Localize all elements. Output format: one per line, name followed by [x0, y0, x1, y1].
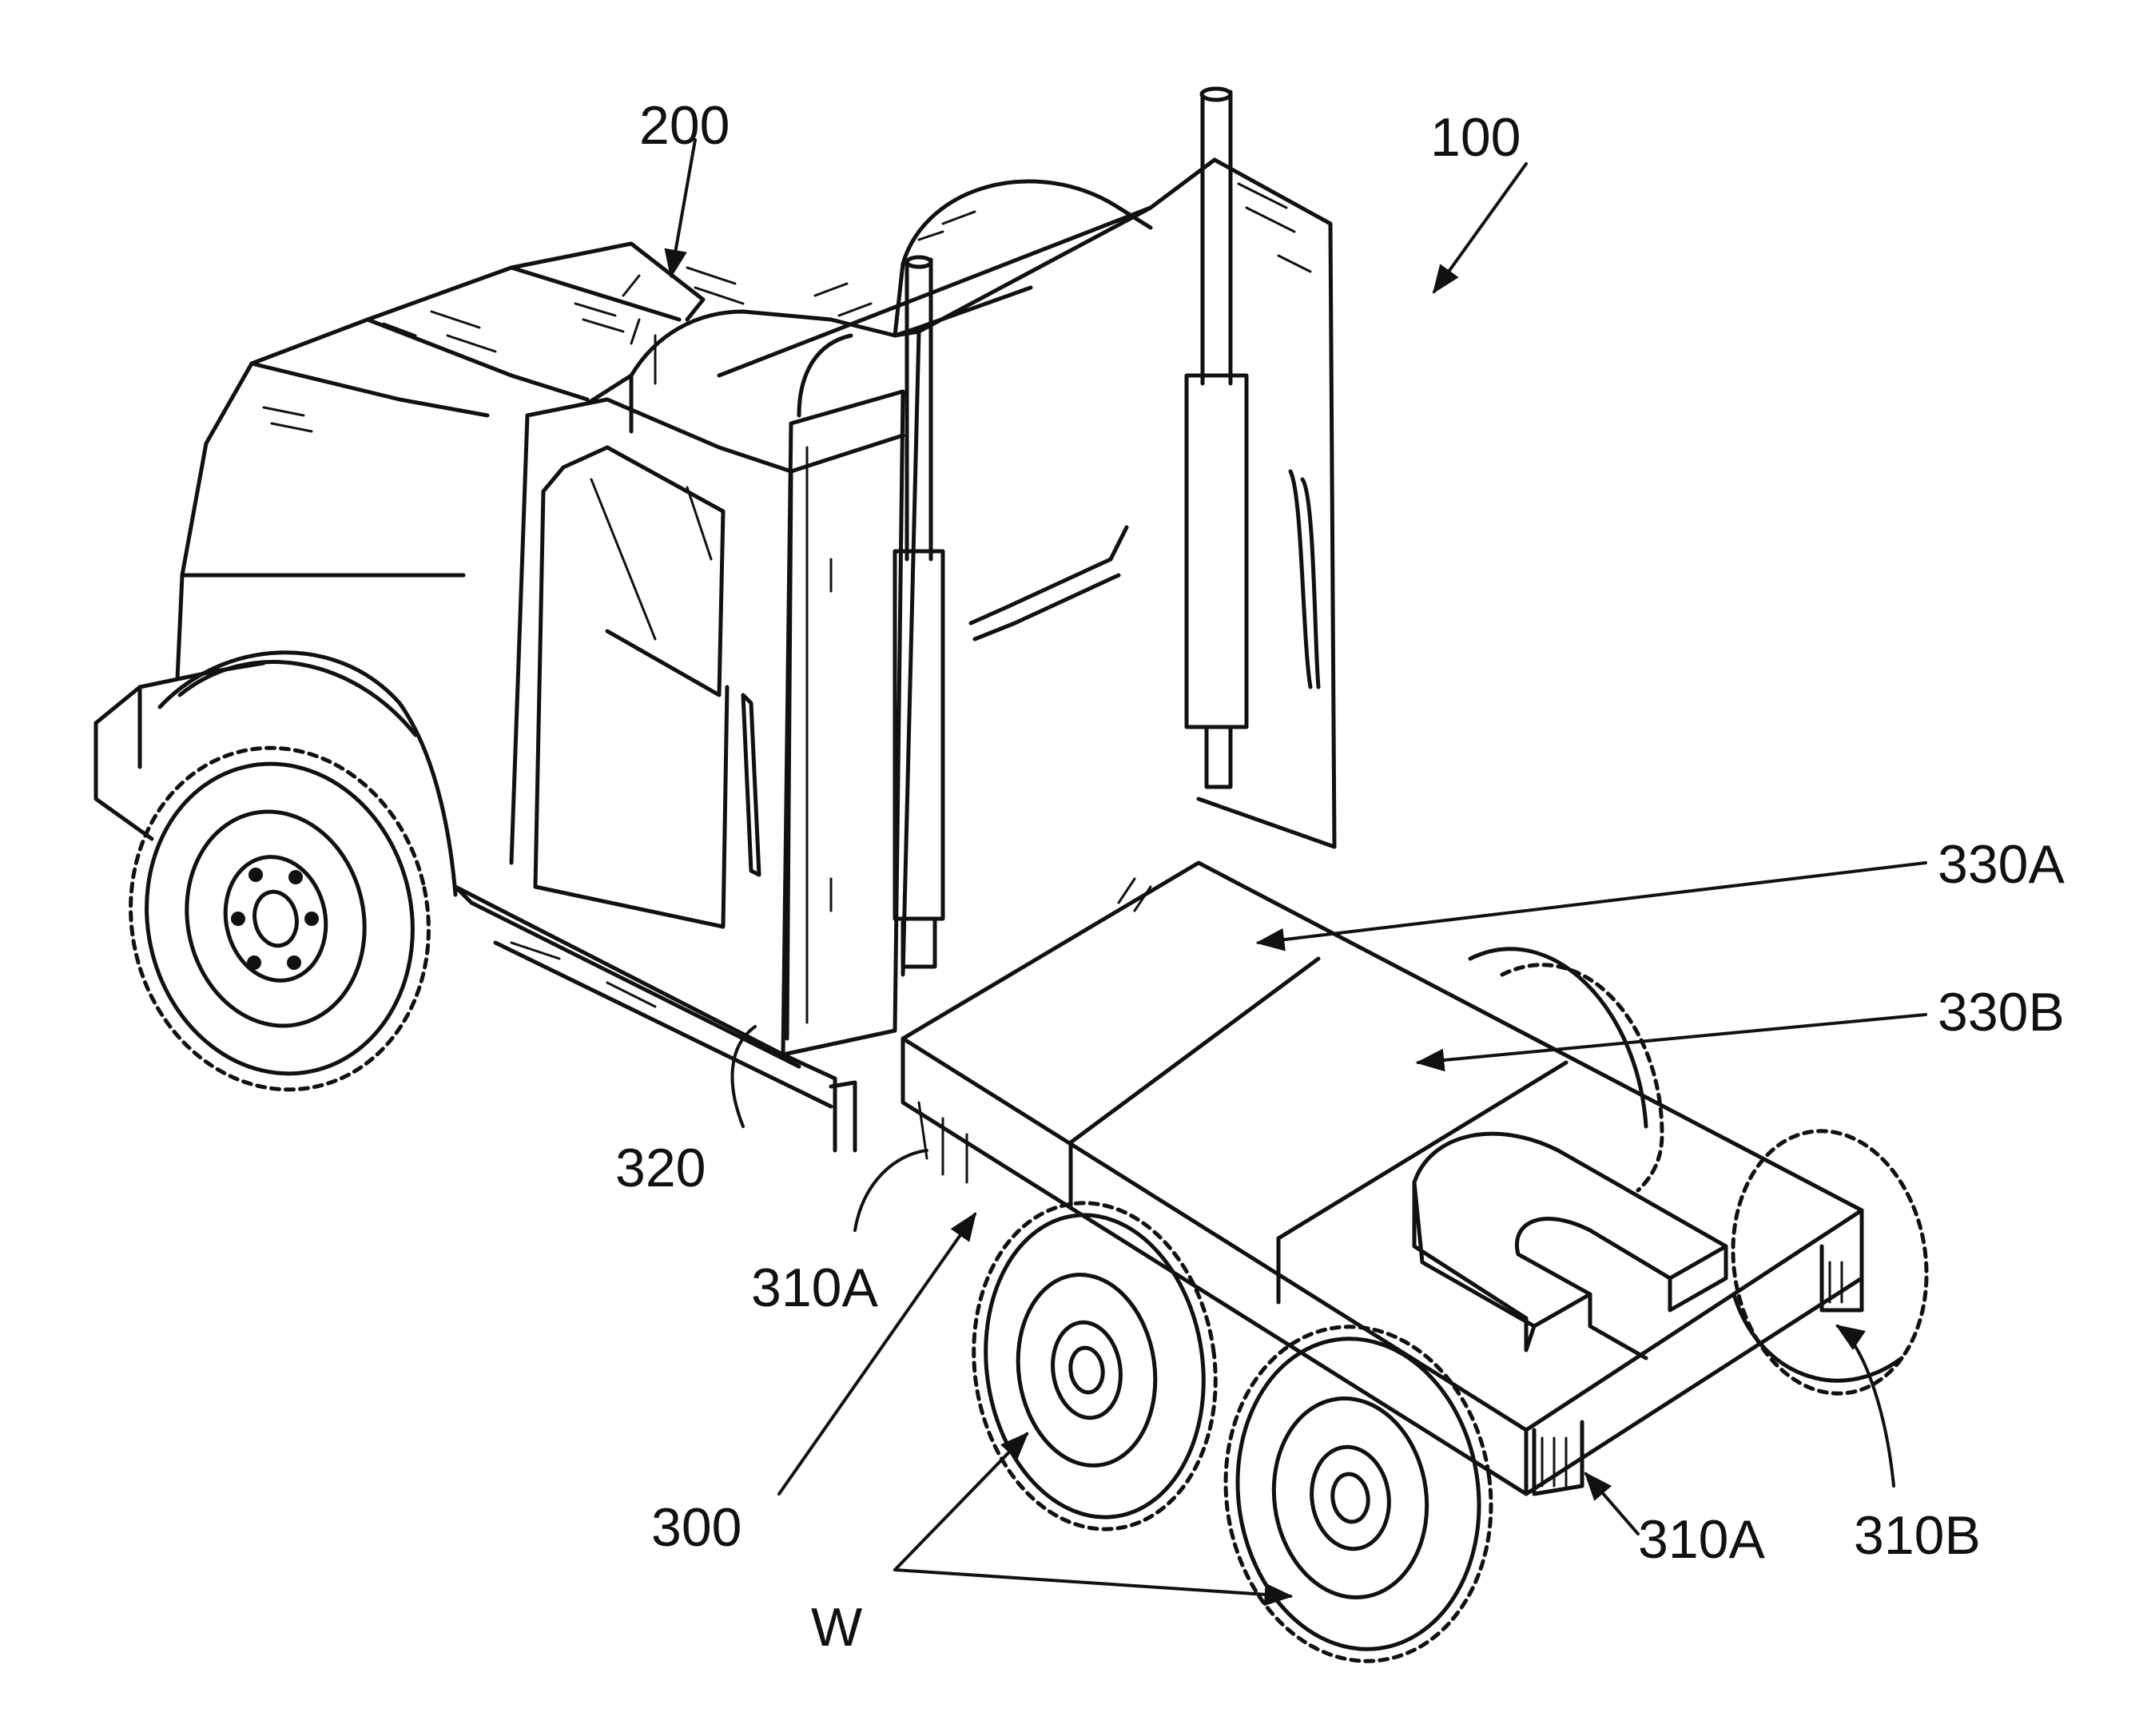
- label-100: 100: [1430, 107, 1521, 168]
- label-330A: 330A: [1938, 834, 2065, 895]
- leader-W-upper: [895, 1434, 1027, 1570]
- label-310A-rear: 310A: [1638, 1509, 1765, 1570]
- fifth-wheel: [1414, 1134, 1726, 1358]
- leader-310B: [1838, 1326, 1894, 1486]
- frame-rails: [1534, 1246, 1862, 1494]
- leader-100: [1434, 164, 1526, 292]
- leader-300: [779, 1214, 975, 1494]
- hood: [177, 244, 743, 679]
- leader-310A-front: [855, 1150, 927, 1230]
- leader-W-lower: [895, 1570, 1290, 1596]
- chassis-deck: [903, 863, 1862, 1494]
- sleeper-roof: [719, 181, 1151, 415]
- leader-200: [671, 140, 695, 276]
- front-wheel: [99, 720, 459, 1118]
- leader-330B: [1418, 1015, 1926, 1063]
- label-320: 320: [615, 1138, 706, 1198]
- label-300: 300: [651, 1497, 742, 1558]
- leader-330A: [1258, 863, 1926, 943]
- label-330B: 330B: [1938, 982, 2065, 1043]
- leader-lines: [671, 140, 1926, 1596]
- label-310A-front: 310A: [751, 1257, 878, 1318]
- rear-wheel-front-left: [953, 1187, 1236, 1545]
- rear-wheel-rear-left: [1204, 1309, 1512, 1678]
- label-W: W: [811, 1597, 862, 1658]
- leader-310A-rear: [1586, 1474, 1638, 1534]
- cab: [511, 276, 895, 1039]
- label-200: 200: [639, 95, 730, 156]
- side-panel: [783, 391, 903, 1055]
- running-board: [455, 887, 855, 1150]
- label-310B: 310B: [1854, 1505, 1981, 1566]
- sleeper-back-wall: [791, 160, 1334, 975]
- exhaust-stack-right: [971, 89, 1246, 787]
